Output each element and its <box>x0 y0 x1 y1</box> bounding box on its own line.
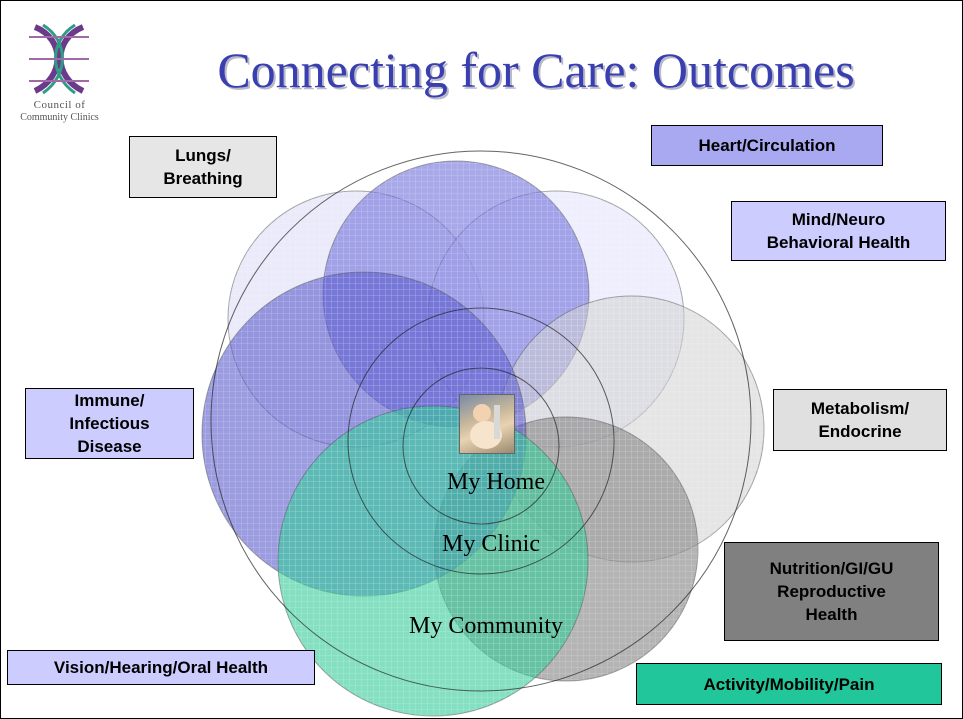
label-my-clinic: My Clinic <box>441 531 540 557</box>
slide-title: Connecting for Care: Outcomes <box>217 42 855 98</box>
baby-photo-icon <box>470 404 502 449</box>
ring-clinic <box>347 307 615 575</box>
ring-home <box>402 367 560 525</box>
domain-box-mind: Mind/Neuro Behavioral Health <box>731 201 946 261</box>
ring-community <box>210 150 752 692</box>
domain-box-nutrition: Nutrition/GI/GU Reproductive Health <box>724 542 939 641</box>
domain-box-lungs: Lungs/ Breathing <box>129 136 277 198</box>
domain-box-vision: Vision/Hearing/Oral Health <box>7 650 315 685</box>
circle-activity-texture <box>278 406 588 716</box>
logo-text-line2: Community Clinics <box>20 112 99 123</box>
domain-box-heart: Heart/Circulation <box>651 125 883 166</box>
domain-box-activity: Activity/Mobility/Pain <box>636 663 942 705</box>
domain-box-metabolism: Metabolism/ Endocrine <box>773 389 947 451</box>
baby-photo <box>459 394 515 454</box>
logo-emblem-icon <box>29 23 89 95</box>
label-my-community: My Community <box>408 613 564 639</box>
label-my-home: My Home <box>447 469 545 495</box>
domain-box-immune: Immune/ Infectious Disease <box>25 388 194 459</box>
council-logo: Council of Community Clinics <box>7 19 112 129</box>
logo-text-line1: Council of <box>33 99 86 111</box>
